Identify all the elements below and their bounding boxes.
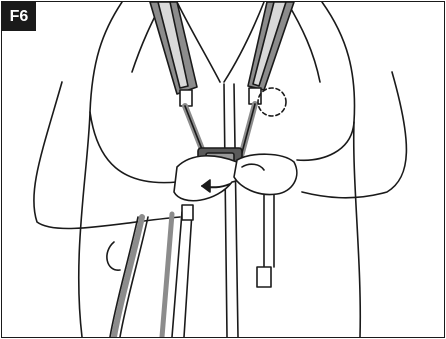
hook [107,242,120,270]
right-strap [240,2,294,287]
left-hand [174,156,243,201]
harness-illustration [2,2,444,337]
buckle-left-lower [182,205,193,220]
strap-tip-right [257,267,271,287]
right-hand [234,154,297,194]
figure-label: F6 [2,2,36,31]
detail-circle [258,88,286,116]
shirt-placket [224,84,227,337]
waist-strap [107,217,148,337]
